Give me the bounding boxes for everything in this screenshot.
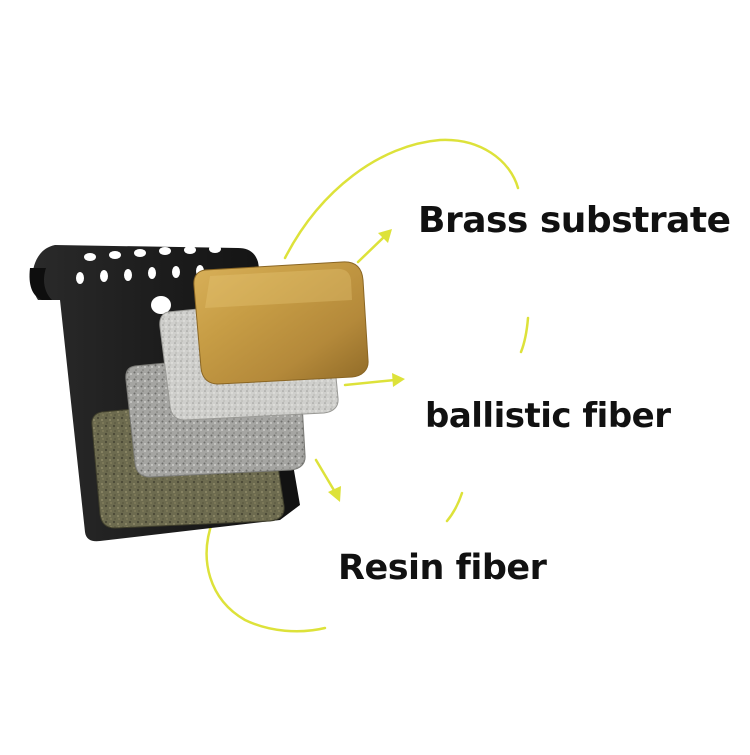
accent-curves — [205, 138, 530, 633]
label-resin-fiber: Resin fiber — [338, 548, 547, 588]
accent-curve-bottom — [205, 518, 327, 633]
accent-curve-right — [519, 316, 530, 354]
accent-curve-right-lower — [445, 491, 464, 523]
arrow-icon — [343, 373, 405, 387]
label-brass-substrate: Brass substrate — [418, 200, 731, 241]
accent-curve-top — [283, 138, 520, 260]
label-ballistic-fiber: ballistic fiber — [425, 396, 671, 436]
layer-brass-substrate — [193, 261, 369, 385]
arrows — [314, 229, 405, 502]
arrow-icon — [356, 229, 392, 264]
arrow-icon — [314, 458, 341, 502]
mounting-holes — [76, 245, 221, 314]
